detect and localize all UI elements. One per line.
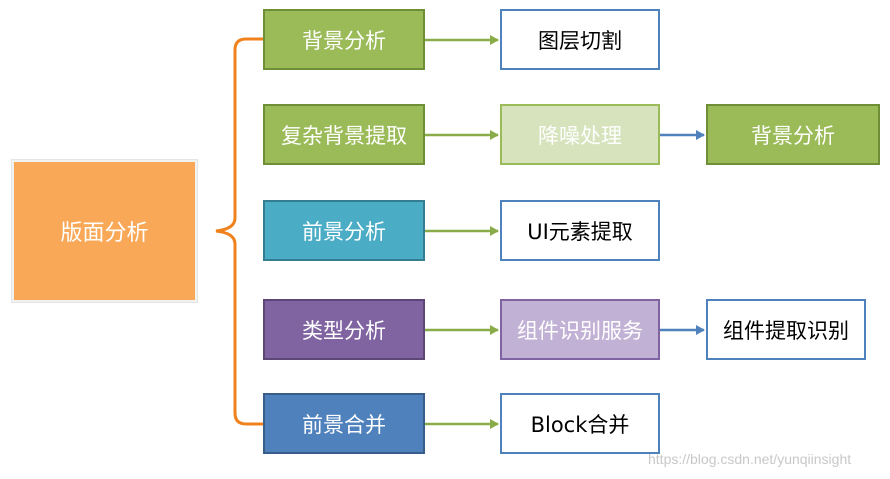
root-label: 版面分析 [60, 221, 149, 246]
branch-label: 前景合并 [302, 412, 386, 437]
step-background-analysis: 背景分析 [706, 104, 880, 165]
step-label: 图层切割 [538, 28, 622, 53]
branch-label: 类型分析 [302, 318, 386, 343]
branch-label: 背景分析 [302, 28, 386, 53]
step-component-recognition-service: 组件识别服务 [500, 299, 660, 360]
step-component-extraction-recognition: 组件提取识别 [706, 299, 866, 360]
branch-background-analysis: 背景分析 [263, 9, 425, 70]
watermark: https://blog.csdn.net/yunqiinsight [648, 451, 852, 467]
branch-label: 复杂背景提取 [281, 123, 407, 148]
branch-foreground-analysis: 前景分析 [263, 200, 425, 261]
step-block-merge: Block合并 [500, 393, 660, 454]
step-layer-cutting: 图层切割 [500, 9, 660, 70]
step-label: 组件识别服务 [517, 318, 643, 343]
step-label: 组件提取识别 [723, 318, 849, 343]
step-denoise: 降噪处理 [500, 104, 660, 165]
branch-complex-background-extraction: 复杂背景提取 [263, 104, 425, 165]
step-ui-element-extraction: UI元素提取 [500, 200, 660, 261]
branch-foreground-merge: 前景合并 [263, 393, 425, 454]
bracket-connector [215, 37, 264, 426]
root-node: 版面分析 [12, 160, 197, 302]
step-label: 降噪处理 [538, 123, 622, 148]
step-label: 背景分析 [751, 123, 835, 148]
step-label: UI元素提取 [527, 219, 633, 244]
branch-type-analysis: 类型分析 [263, 299, 425, 360]
branch-label: 前景分析 [302, 219, 386, 244]
step-label: Block合并 [530, 412, 630, 437]
